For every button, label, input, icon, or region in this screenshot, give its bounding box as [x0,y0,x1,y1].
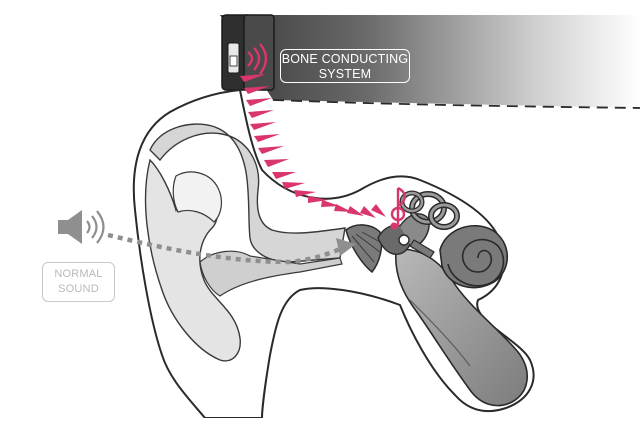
normal-label-line-2: SOUND [58,283,99,295]
speaker-icon [58,210,105,244]
transducer-icon [221,14,275,91]
bone-label-line-1: BONE CONDUCTING [281,52,409,66]
normal-label-line-1: NORMAL [54,268,103,280]
bone-label-line-2: SYSTEM [318,67,372,81]
cochlea [439,225,508,289]
vibration-path [240,43,386,218]
semicircular-canals [399,190,460,230]
bone-conducting-system-label: BONE CONDUCTING SYSTEM [280,49,410,83]
eardrum [345,224,383,274]
headband [220,15,640,109]
normal-sound-label: NORMAL SOUND [42,262,115,302]
music-note-icon [390,186,406,230]
normal-sound-path [107,232,356,265]
